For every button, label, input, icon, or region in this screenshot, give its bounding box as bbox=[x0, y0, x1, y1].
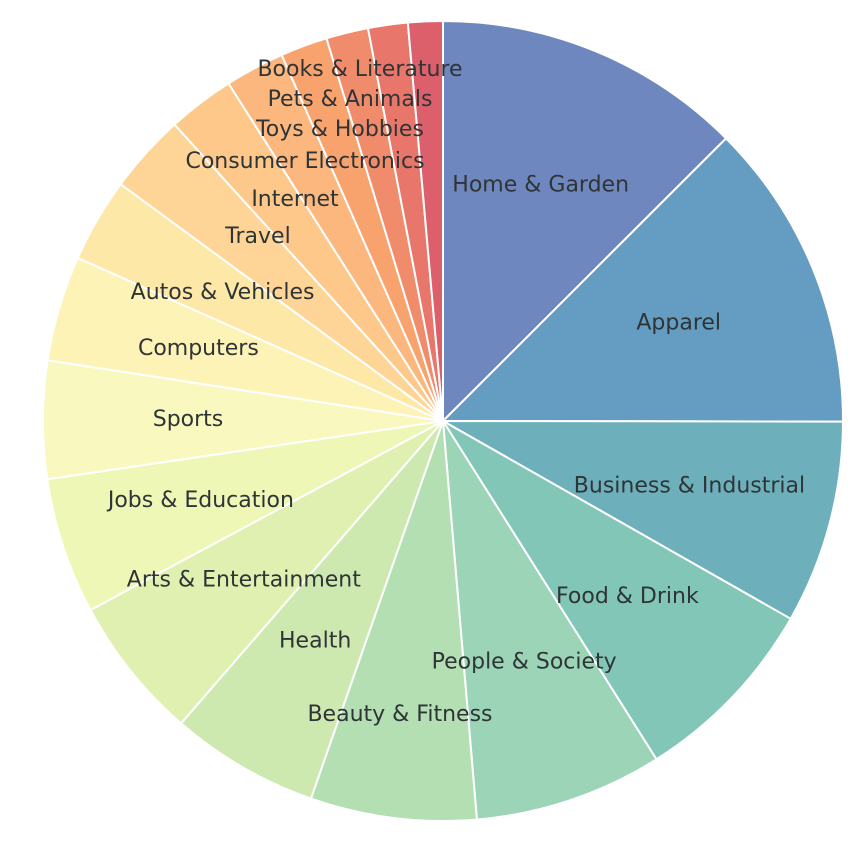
slice-label: Jobs & Education bbox=[106, 488, 294, 513]
slice-label: Internet bbox=[251, 187, 339, 212]
slice-label: Business & Industrial bbox=[574, 473, 805, 498]
pie-slice bbox=[179, 420, 444, 800]
slice-label: Sports bbox=[153, 407, 224, 432]
pie-slice bbox=[442, 420, 658, 821]
slice-label: Toys & Hobbies bbox=[255, 117, 424, 142]
slice-label: Food & Drink bbox=[556, 584, 699, 609]
pie-slice bbox=[440, 136, 845, 423]
slice-label: Travel bbox=[224, 224, 290, 249]
pie-slice bbox=[46, 420, 444, 612]
slice-label: Consumer Electronics bbox=[185, 149, 424, 174]
slice-label: Apparel bbox=[636, 311, 721, 336]
slice-label: Computers bbox=[138, 336, 259, 361]
slice-label: Arts & Entertainment bbox=[127, 567, 361, 592]
slice-label: Beauty & Fitness bbox=[307, 702, 492, 727]
slice-label: Autos & Vehicles bbox=[131, 280, 315, 305]
slice-label: Home & Garden bbox=[452, 172, 629, 197]
pie-slice bbox=[309, 420, 479, 822]
slice-label: People & Society bbox=[432, 650, 617, 675]
slice-label: Books & Literature bbox=[257, 57, 462, 82]
pie-slice bbox=[439, 419, 845, 621]
pie-slice bbox=[406, 19, 444, 422]
pie-slices bbox=[42, 19, 845, 822]
slice-label: Health bbox=[279, 629, 351, 654]
pie-slice bbox=[442, 420, 793, 761]
slice-label: Pets & Animals bbox=[268, 87, 433, 112]
pie-slice bbox=[442, 19, 728, 424]
pie-slice bbox=[89, 420, 444, 725]
